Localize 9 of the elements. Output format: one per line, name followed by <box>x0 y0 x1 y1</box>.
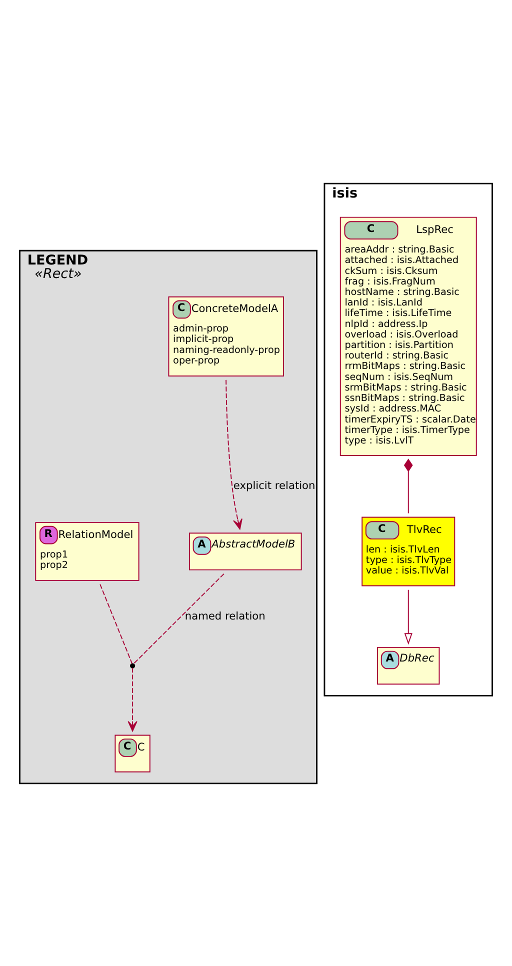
connector <box>100 583 133 664</box>
edge-label: named relation <box>184 610 266 622</box>
node-point <box>130 662 136 668</box>
connector <box>133 572 224 664</box>
arrow <box>226 378 242 530</box>
edge-label: explicit relation <box>233 480 316 492</box>
arrow <box>404 588 412 644</box>
arrow <box>128 666 138 732</box>
connector <box>404 458 413 514</box>
